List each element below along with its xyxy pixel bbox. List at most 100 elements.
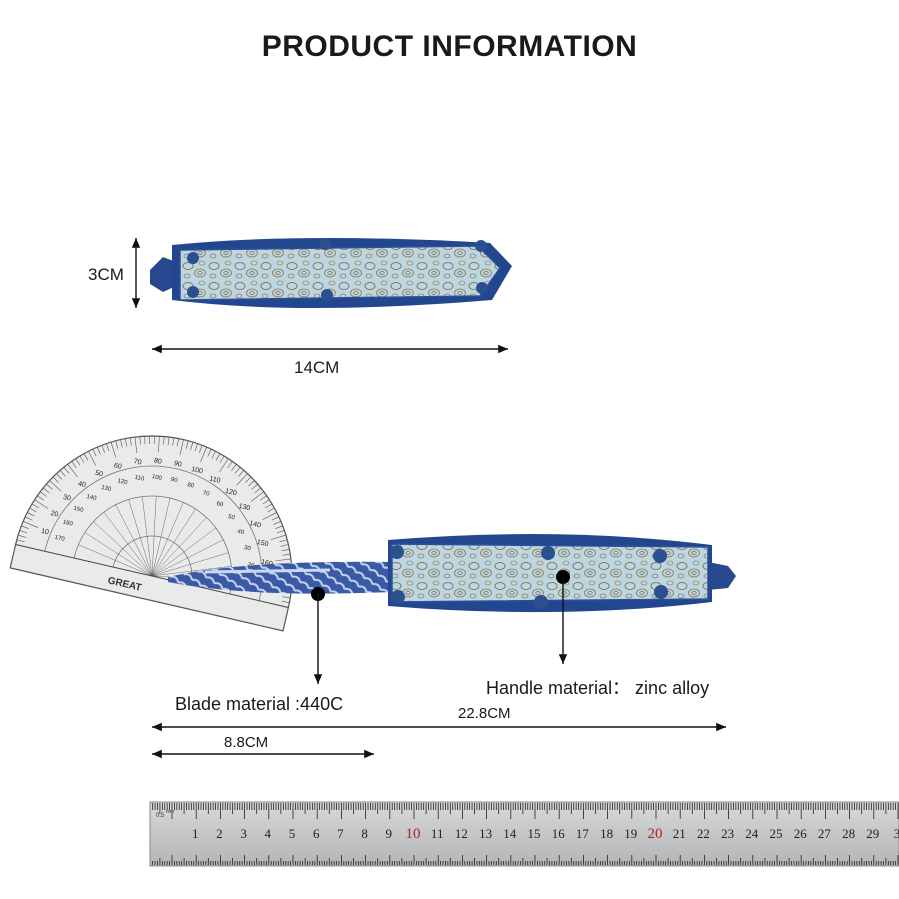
ruler-number: 14 — [503, 826, 517, 841]
ruler-number: 27 — [818, 826, 832, 841]
ruler-unit-half: 0.5 — [156, 813, 165, 819]
protractor-inner-label: 130 — [101, 485, 113, 493]
protractor-tick — [19, 530, 28, 534]
ruler-number: 22 — [697, 826, 710, 841]
page-title: PRODUCT INFORMATION — [261, 30, 638, 63]
protractor-inner-label: 90 — [170, 477, 178, 484]
protractor-tick — [279, 539, 288, 543]
protractor-tick — [31, 503, 40, 509]
protractor-ray — [151, 566, 232, 577]
protractor-tick — [16, 539, 25, 543]
protractor-tick — [115, 440, 119, 449]
protractor-ray — [151, 517, 207, 577]
protractor-inner-label: 60 — [216, 501, 224, 508]
protractor-ray — [93, 521, 153, 577]
protractor-outer-label: 110 — [209, 476, 222, 485]
ruler-number: 2 — [216, 826, 223, 841]
protractor-tick — [276, 530, 285, 534]
screw — [653, 549, 667, 563]
protractor-tick — [18, 534, 26, 538]
blade — [168, 561, 392, 594]
protractor-tick — [248, 480, 255, 487]
protractor-tick — [110, 442, 117, 458]
blade-length-label: 8.8CM — [224, 734, 269, 751]
protractor-inner-label: 100 — [151, 474, 163, 482]
protractor-outer-label: 10 — [40, 528, 49, 537]
protractor-tick — [190, 442, 194, 450]
protractor-tick — [88, 451, 96, 466]
handle-inlay — [179, 245, 501, 301]
ruler-number: 3 — [894, 826, 899, 841]
protractor-ray — [151, 496, 157, 577]
protractor-inner-label: 70 — [202, 490, 210, 497]
protractor-tick — [238, 470, 245, 477]
ruler-number: 25 — [770, 826, 783, 841]
screw — [476, 282, 488, 294]
protractor-outer-label: 160 — [260, 559, 273, 568]
protractor-tick — [134, 437, 138, 453]
protractor-tick — [280, 544, 289, 547]
ruler-number: 23 — [721, 826, 734, 841]
ruler-number: 10 — [406, 826, 421, 842]
protractor-inner-label: 170 — [54, 535, 66, 543]
protractor-tick — [236, 473, 248, 486]
closed-length-label: 14CM — [294, 358, 340, 377]
protractor-tick — [149, 436, 150, 445]
protractor-tick — [172, 437, 175, 446]
protractor-tick — [21, 525, 29, 529]
protractor-tick — [176, 438, 180, 447]
protractor-tick — [254, 487, 261, 494]
protractor-tick — [83, 453, 89, 461]
ruler-number: 26 — [794, 826, 808, 841]
protractor-ray — [151, 539, 224, 577]
ruler-number: 12 — [455, 826, 468, 841]
protractor-tick — [67, 464, 78, 478]
protractor-outer-label: 100 — [191, 466, 204, 475]
protractor-ray — [151, 508, 196, 577]
protractor-outer-label: 60 — [113, 462, 122, 471]
protractor-ray — [84, 532, 153, 577]
protractor-tick — [227, 461, 233, 469]
protractor-tick — [158, 436, 160, 453]
protractor-ray — [151, 502, 184, 577]
screw — [187, 252, 199, 264]
ruler-number: 1 — [192, 826, 199, 841]
ruler-number: 13 — [479, 826, 492, 841]
ruler-number: 28 — [842, 826, 855, 841]
protractor-outer-label: 30 — [62, 494, 71, 503]
protractor-tick — [275, 525, 283, 529]
protractor-tick — [52, 476, 59, 483]
protractor-tick — [34, 499, 49, 509]
protractor-tick — [46, 483, 53, 490]
protractor-outer-label: 80 — [153, 457, 162, 466]
protractor-tick — [250, 491, 264, 502]
blade-fuller — [204, 568, 331, 574]
protractor-tick — [215, 453, 221, 461]
protractor-tick — [200, 447, 207, 462]
protractor-tick — [63, 467, 70, 474]
protractor-tick — [262, 512, 277, 520]
protractor-tick — [23, 521, 38, 528]
protractor-ray — [151, 552, 229, 577]
pommel-tip — [150, 257, 176, 292]
protractor-tick — [194, 443, 198, 452]
protractor-tick — [106, 443, 110, 452]
protractor-tick — [219, 455, 225, 464]
protractor-ray — [115, 504, 153, 577]
protractor-inner-label: 40 — [237, 529, 245, 536]
protractor-tick — [37, 495, 45, 501]
protractor-tick — [271, 516, 280, 521]
protractor-inner-label: 50 — [227, 514, 235, 521]
blade-material-label: Blade material :440C — [175, 694, 344, 714]
protractor-inner-label: 120 — [117, 478, 129, 486]
protractor-outer-label: 90 — [173, 460, 182, 469]
protractor-tick — [179, 439, 184, 456]
handle-inlay — [391, 543, 709, 603]
protractor-tick — [245, 476, 252, 483]
ruler-unit-mm: mm — [166, 809, 174, 815]
ruler-number: 3 — [240, 826, 247, 841]
protractor-outer-label: 70 — [133, 458, 142, 467]
ruler-number: 20 — [648, 826, 663, 842]
